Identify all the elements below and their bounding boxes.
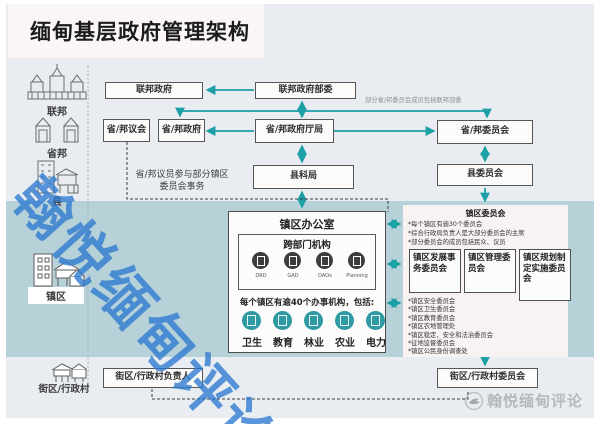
union-palace-icon [27,64,87,100]
committees-title: 镇区委员会 [465,209,506,218]
committee-item: *镇区安全委员会 [408,298,456,305]
page-title: 缅甸基层政府管理架构 [30,20,250,44]
agency-label-daos: DAOs [318,273,332,279]
committee-item: *征地监督委员会 [408,340,456,348]
committees-note: *部分委员会的成员包括民众、议员 [408,239,506,246]
label-agriculture: 农业 [335,338,355,349]
box-state-committee: 省/邦委员会 [437,120,533,144]
mp-note-line1: 省/邦议员参与部分镇区 [135,170,229,180]
township-buildings-icon [33,253,85,287]
cross-dept-box: 跨部门机构 DRD GAD DAOs Planning [238,234,376,290]
box-ward-committee: 街区/行政村委员会 [437,368,538,388]
box-development-committee: 镇区发展事务委员会 [409,249,461,293]
mp-participation-note: 省/邦议员参与部分镇区 委员会事务 [130,169,234,193]
agency-circle-drd-icon [252,252,269,269]
label-health: 卫生 [242,338,262,349]
box-state-parliament: 省/邦议会 [103,119,150,142]
committees-list: *镇区安全委员会 *镇区卫生委员会 *镇区教育委员会 *镇区农地管理处 *镇区稳… [408,298,566,357]
committees-note: *每个镇区有逾30个委员会 [408,221,483,228]
forestry-circle-icon [304,311,323,330]
label-forestry: 林业 [304,338,324,349]
township-office-title: 镇区办公室 [279,218,335,231]
committee-item: *镇区教育委员会 [408,314,456,322]
publisher-logo-text: 翰悦缅甸评论 [487,392,584,410]
township-office-panel: 镇区办公室 跨部门机构 DRD GAD DAOs Planning 每个镇区有逾… [228,211,386,353]
bird-logo-icon [464,391,484,410]
agency-circle-gad-icon [284,252,301,269]
district-buildings-icon [37,160,79,194]
agency-label-planning: Planning [346,273,368,279]
state-gates-icon [34,117,80,143]
committee-item: *镇区公民身份调查处 [408,348,468,356]
box-state-departments: 省/邦政府厅局 [255,119,334,143]
committees-note: *综合行政局负责人是大部分委员会的主席 [408,230,525,237]
box-district-departments: 县科局 [253,165,354,189]
education-circle-icon [273,311,292,330]
box-ward-head: 街区/行政村负责人 [103,368,203,388]
publisher-logo: 翰悦缅甸评论 [464,390,583,411]
box-state-government: 省/邦政府 [158,119,205,142]
committee-item: *镇区稳定、安全和法治委员会 [408,331,494,339]
cross-dept-title: 跨部门机构 [283,240,331,251]
ward-house-icon [51,363,87,382]
diagram-canvas: 缅甸基层政府管理架构 联邦 省邦 县 [0,4,594,424]
connector-lines [87,66,492,400]
agency-circle-daos-icon [316,252,333,269]
agency-label-gad: GAD [287,273,299,279]
level-label-state: 省邦 [47,149,67,160]
box-district-committee: 县委员会 [437,164,533,186]
agriculture-circle-icon [335,311,354,330]
label-power: 电力 [366,338,386,349]
committees-notes: *每个镇区有逾30个委员会 *综合行政局负责人是大部分委员会的主席 *部分委员会… [408,220,566,247]
ministries-membership-note: 部分省/邦委员会成员包括联邦部委 [365,97,462,104]
box-management-committee: 镇区管理委员会 [464,249,516,293]
level-label-union: 联邦 [47,107,67,118]
health-circle-icon [242,311,261,330]
committee-item: *镇区卫生委员会 [408,306,456,314]
level-label-township: 镇区 [28,287,84,304]
office-agencies-note: 每个镇区有逾40个办事机构，包括: [239,298,375,308]
box-union-government: 联邦政府 [105,82,203,99]
agency-label-drd: DRD [255,273,267,279]
title-card [8,4,264,58]
box-planning-committee: 镇区规划制定实施委员会 [519,249,571,301]
label-education: 教育 [273,338,293,349]
committee-item: *镇区农地管理处 [408,323,456,331]
township-committees-panel: 镇区委员会 *每个镇区有逾30个委员会 *综合行政局负责人是大部分委员会的主席 … [403,205,571,357]
level-label-ward: 街区/行政村 [38,384,90,395]
level-label-district: 县 [52,197,62,208]
agency-circle-planning-icon [348,252,365,269]
power-circle-icon [366,311,385,330]
mp-note-line2: 委员会事务 [159,182,205,192]
box-union-ministries: 联邦政府部委 [255,82,356,99]
